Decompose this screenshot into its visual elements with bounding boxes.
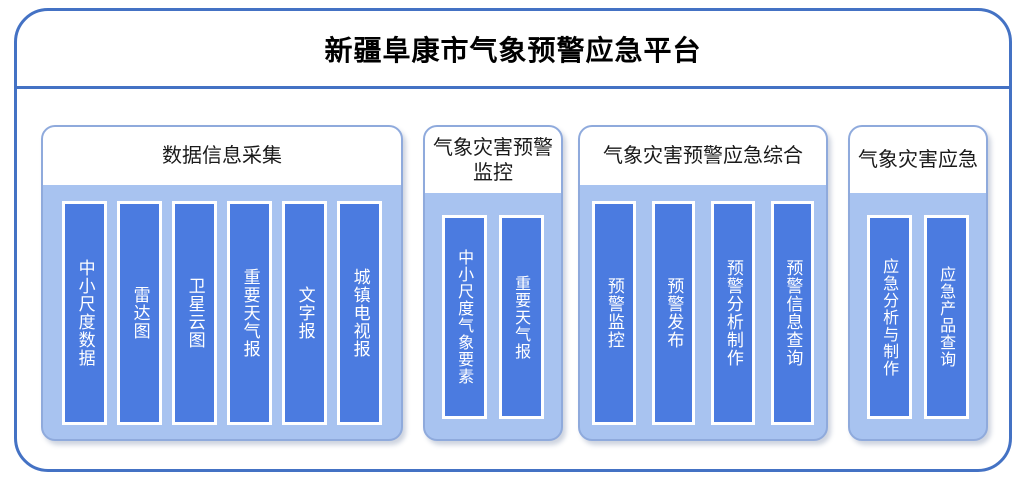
item-box[interactable]: 文字报 <box>282 201 327 425</box>
item-label: 预警发布 <box>663 277 684 349</box>
panel-body-warning-emergency-integrated: 预警监控 预警发布 预警分析制作 预警信息查询 <box>580 185 826 439</box>
item-label: 预警监控 <box>603 277 624 349</box>
item-label: 中小尺度数据 <box>74 259 95 367</box>
item-label: 中小尺度气象要素 <box>455 249 475 385</box>
item-box[interactable]: 预警发布 <box>651 201 695 425</box>
item-label: 卫星云图 <box>184 277 205 349</box>
item-box[interactable]: 应急分析与制作 <box>867 215 912 419</box>
item-box[interactable]: 重要天气报 <box>227 201 272 425</box>
platform-frame: 新疆阜康市气象预警应急平台 数据信息采集 中小尺度数据 雷达图 卫星云图 重要天… <box>14 8 1012 472</box>
item-label: 应急产品查询 <box>937 266 957 368</box>
item-label: 预警分析制作 <box>722 259 743 367</box>
item-box[interactable]: 雷达图 <box>117 201 162 425</box>
panel-title-disaster-warning-monitor: 气象灾害预警监控 <box>433 135 553 184</box>
item-label: 重要天气报 <box>512 274 532 360</box>
item-box[interactable]: 预警监控 <box>592 201 636 425</box>
panel-header-disaster-warning-monitor: 气象灾害预警监控 <box>425 127 561 193</box>
title-band: 新疆阜康市气象预警应急平台 <box>17 11 1009 89</box>
item-box[interactable]: 中小尺度气象要素 <box>442 215 487 419</box>
panel-header-disaster-emergency: 气象灾害应急 <box>850 127 986 193</box>
panel-disaster-warning-monitor[interactable]: 气象灾害预警监控 中小尺度气象要素 重要天气报 <box>423 125 563 441</box>
item-box[interactable]: 重要天气报 <box>499 215 544 419</box>
panel-header-data-collection: 数据信息采集 <box>43 127 401 185</box>
panel-body-disaster-warning-monitor: 中小尺度气象要素 重要天气报 <box>425 193 561 439</box>
page-title: 新疆阜康市气象预警应急平台 <box>324 33 702 67</box>
item-box[interactable]: 预警信息查询 <box>770 201 814 425</box>
panel-body-disaster-emergency: 应急分析与制作 应急产品查询 <box>850 193 986 439</box>
panel-title-data-collection: 数据信息采集 <box>162 143 282 168</box>
item-box[interactable]: 卫星云图 <box>172 201 217 425</box>
item-label: 文字报 <box>294 286 315 340</box>
item-box[interactable]: 预警分析制作 <box>711 201 755 425</box>
item-label: 城镇电视报 <box>349 268 370 358</box>
item-box[interactable]: 城镇电视报 <box>337 201 382 425</box>
panel-header-warning-emergency-integrated: 气象灾害预警应急综合 <box>580 127 826 185</box>
panel-body-data-collection: 中小尺度数据 雷达图 卫星云图 重要天气报 文字报 城镇电视报 <box>43 185 401 439</box>
panel-warning-emergency-integrated[interactable]: 气象灾害预警应急综合 预警监控 预警发布 预警分析制作 预警信息查询 <box>578 125 828 441</box>
panel-disaster-emergency[interactable]: 气象灾害应急 应急分析与制作 应急产品查询 <box>848 125 988 441</box>
item-label: 应急分析与制作 <box>880 257 900 377</box>
item-box[interactable]: 应急产品查询 <box>924 215 969 419</box>
item-box[interactable]: 中小尺度数据 <box>62 201 107 425</box>
panel-title-disaster-emergency: 气象灾害应急 <box>858 147 978 172</box>
item-label: 重要天气报 <box>239 268 260 358</box>
panels-row: 数据信息采集 中小尺度数据 雷达图 卫星云图 重要天气报 文字报 <box>17 89 1009 472</box>
item-label: 雷达图 <box>129 286 150 340</box>
item-label: 预警信息查询 <box>782 259 803 367</box>
panel-data-collection[interactable]: 数据信息采集 中小尺度数据 雷达图 卫星云图 重要天气报 文字报 <box>41 125 403 441</box>
panel-title-warning-emergency-integrated: 气象灾害预警应急综合 <box>603 143 803 168</box>
